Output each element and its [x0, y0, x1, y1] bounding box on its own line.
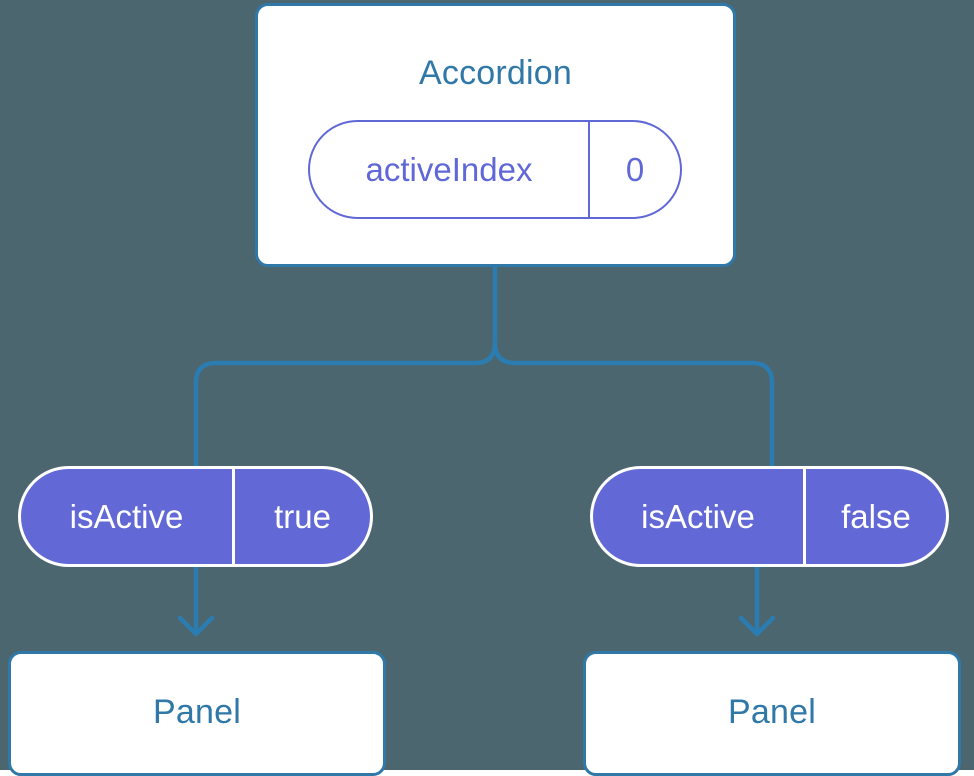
- panel-title-left: Panel: [153, 692, 241, 731]
- connector-branch-left: [193, 340, 498, 468]
- panel-title-right: Panel: [728, 692, 816, 731]
- prop-pill-isactive-true[interactable]: isActive true: [18, 466, 373, 567]
- accordion-title: Accordion: [419, 54, 572, 92]
- panel-component-card-right[interactable]: Panel: [583, 651, 961, 776]
- connector-trunk-split: [492, 264, 775, 468]
- prop-pill-isactive-true-value: true: [274, 498, 331, 535]
- panel-component-card-left[interactable]: Panel: [8, 651, 386, 776]
- prop-pill-activeindex-value: 0: [625, 151, 645, 188]
- prop-pill-activeindex-key: activeIndex: [310, 122, 590, 217]
- prop-pill-isactive-false-value: false: [841, 498, 911, 535]
- prop-pill-activeindex[interactable]: activeIndex 0: [308, 120, 682, 219]
- prop-pill-isactive-true-key: isActive: [21, 469, 235, 564]
- arrow-head-down-icon-right: [738, 615, 776, 637]
- arrow-head-down-icon-left: [177, 615, 215, 637]
- prop-pill-isactive-false[interactable]: isActive false: [590, 466, 949, 567]
- prop-pill-isactive-false-key: isActive: [593, 469, 806, 564]
